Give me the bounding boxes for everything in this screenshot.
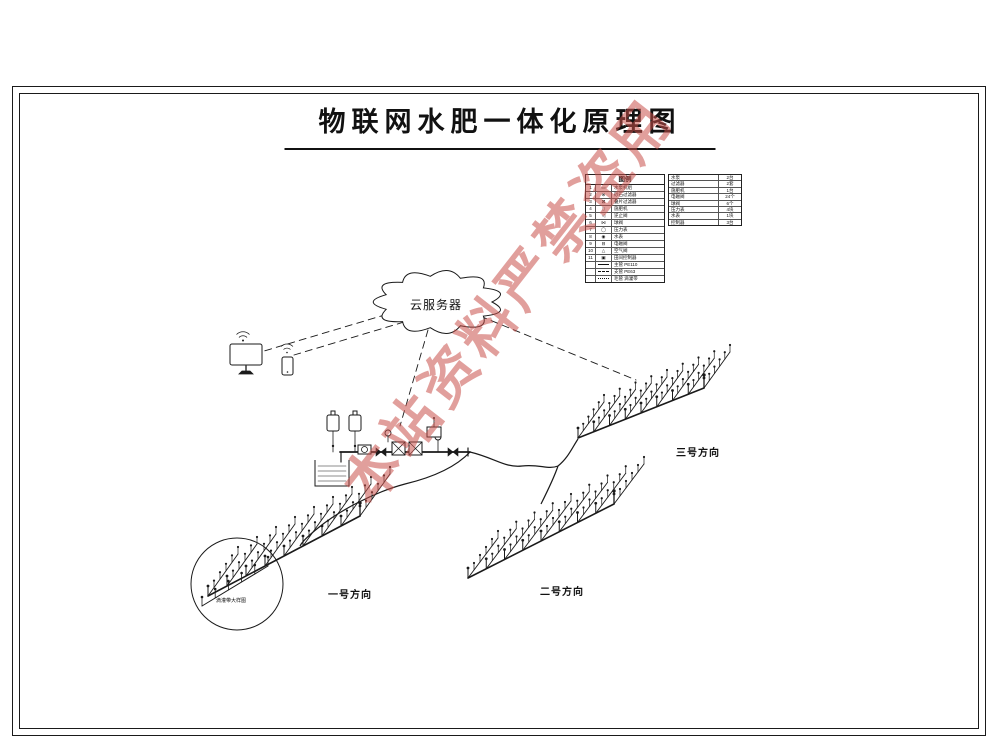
legend-row: 5◁逆止阀	[586, 213, 664, 220]
legend-row: 1▭水泵机组	[586, 185, 664, 192]
legend-row: 6⋈球阀	[586, 220, 664, 227]
legend-linetype-row: 支管 PE63	[586, 269, 664, 276]
cloud-server-label: 云服务器	[410, 298, 463, 312]
detail-callout	[190, 537, 284, 631]
field2-direction-label: 二号方向	[540, 587, 584, 598]
legend-linetype-row: 毛管 滴灌带	[586, 276, 664, 282]
supply-pipes	[299, 438, 579, 547]
field1-direction-label: 一号方向	[328, 590, 372, 601]
phone-terminal-icon	[280, 343, 294, 376]
field-grid-3	[576, 343, 732, 439]
drawing-frame-outer	[12, 86, 986, 736]
cloud-shape	[372, 270, 501, 334]
field-grid-2	[466, 455, 646, 579]
drawing-frame-inner	[19, 93, 979, 729]
field3-direction-label: 三号方向	[676, 448, 720, 459]
network-links	[263, 310, 637, 427]
callout-label: 滴灌带大样图	[216, 599, 247, 604]
fertigation-station	[314, 410, 471, 487]
legend-linetype-row: 主管 PE110	[586, 262, 664, 269]
computer-terminal-icon	[229, 331, 263, 375]
legend-row: 3⊠叠片过滤器	[586, 199, 664, 206]
drawing-title: 物联网水肥一体化原理图	[284, 100, 716, 150]
legend-row: 9⊟电磁阀	[586, 241, 664, 248]
legend-row: 4▯施肥机	[586, 206, 664, 213]
legend-row: 2⊗砂石过滤器	[586, 192, 664, 199]
field-grid-1	[206, 465, 392, 597]
legend-row: 8◉水表	[586, 234, 664, 241]
legend-title: 图例	[586, 175, 664, 185]
legend-row: 7◯压力表	[586, 227, 664, 234]
legend-row: 10△空气阀	[586, 248, 664, 255]
legend-row: 11▣田间控制器	[586, 255, 664, 262]
